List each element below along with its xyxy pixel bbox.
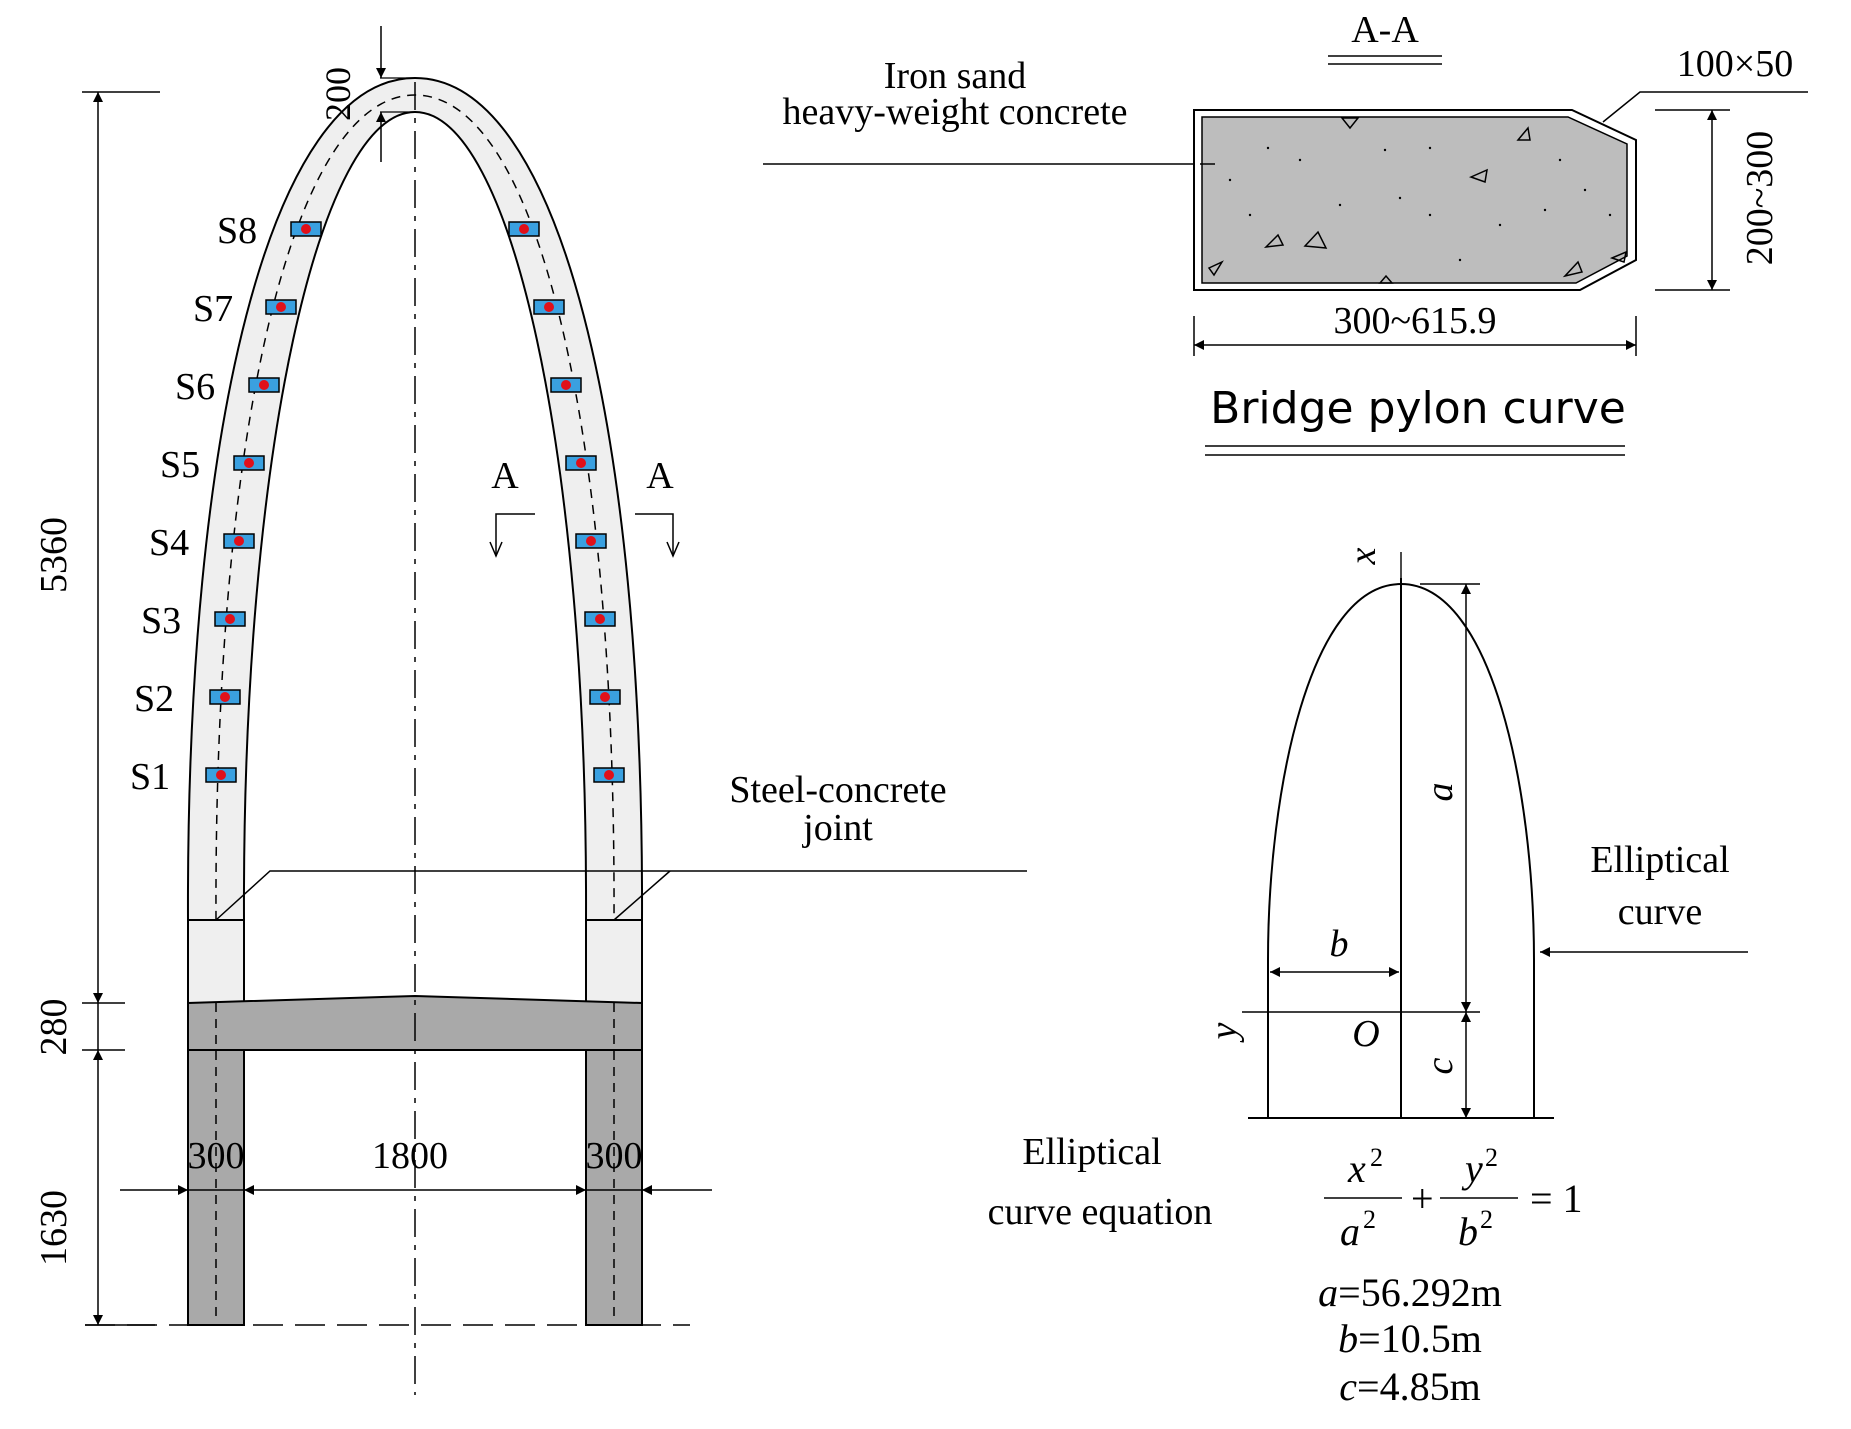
param-b-var: b	[1338, 1316, 1358, 1361]
param-b-val: =10.5m	[1358, 1316, 1482, 1361]
eq-sup: 2	[1485, 1143, 1498, 1172]
material-label: heavy-weight concrete	[783, 91, 1128, 133]
sensor-label: S5	[160, 444, 200, 486]
curve-label: Elliptical	[1590, 839, 1729, 881]
param-a-var: a	[1318, 1270, 1338, 1315]
dim-crown-thickness: 200	[318, 67, 358, 121]
chamfer-leader	[1602, 91, 1808, 123]
ellipse-diagram: x y O a c b Elliptical curve Elliptical …	[988, 547, 1748, 1409]
sensor-label: S6	[175, 366, 215, 408]
joint-leader	[215, 870, 1027, 921]
dim-leg-width-left: 300	[188, 1135, 245, 1177]
eq-plus: +	[1411, 1176, 1434, 1221]
parameters: a=56.292m b=10.5m c=4.85m	[1318, 1270, 1502, 1409]
dim-c: c	[1419, 1057, 1461, 1074]
curve-label: curve	[1618, 891, 1702, 933]
eq-y: y	[1461, 1146, 1483, 1191]
section-title: A-A	[1351, 9, 1419, 51]
equation-label: Elliptical	[1022, 1131, 1161, 1173]
eq-sup: 2	[1370, 1143, 1383, 1172]
dim-span: 1800	[372, 1135, 448, 1177]
dim-total-height: 5360	[33, 517, 75, 593]
equation-label: curve equation	[988, 1191, 1213, 1233]
ellipse-equation: x 2 a 2 + y 2 b 2 = 1	[1324, 1143, 1583, 1254]
dim-a: a	[1419, 783, 1461, 802]
sensors-left	[205, 221, 322, 783]
material-label: Iron sand	[884, 55, 1026, 97]
origin-label: O	[1352, 1013, 1379, 1055]
svg-text:b=10.5m: b=10.5m	[1338, 1316, 1482, 1361]
eq-sup: 2	[1480, 1205, 1493, 1234]
section-mark-right: A	[646, 455, 674, 497]
steel-joint-label: joint	[801, 807, 873, 849]
axis-x-label: x	[1342, 547, 1384, 565]
chamfer-label: 100×50	[1677, 43, 1793, 85]
axis-y-label: y	[1203, 1022, 1245, 1043]
svg-text:c=4.85m: c=4.85m	[1339, 1364, 1480, 1409]
dim-b: b	[1330, 923, 1349, 965]
concrete-core	[1201, 116, 1628, 284]
param-c-val: =4.85m	[1357, 1364, 1481, 1409]
dim-leg-height: 1630	[33, 1190, 75, 1266]
height-range: 200~300	[1739, 131, 1781, 266]
svg-text:a=56.292m: a=56.292m	[1318, 1270, 1502, 1315]
eq-a: a	[1340, 1209, 1360, 1254]
eq-equals-one: = 1	[1530, 1176, 1583, 1221]
dim-leg-width-right: 300	[586, 1135, 643, 1177]
eq-x: x	[1347, 1146, 1366, 1191]
dim-beam-depth: 280	[33, 999, 75, 1056]
sensors-right	[508, 221, 625, 783]
elliptical-curve	[1267, 582, 1535, 1118]
sensor-label: S1	[130, 756, 170, 798]
sensor-label: S3	[141, 600, 181, 642]
param-c-var: c	[1339, 1364, 1357, 1409]
sensor-label: S7	[193, 288, 233, 330]
section-aa: A-A Iron sand heavy-weight concrete	[763, 9, 1808, 456]
sensor-label: S8	[217, 210, 257, 252]
param-a-val: =56.292m	[1338, 1270, 1502, 1315]
sensor-label: S2	[134, 678, 174, 720]
width-range: 300~615.9	[1333, 300, 1496, 342]
eq-sup: 2	[1363, 1205, 1376, 1234]
elevation-view: S1 S2 S3 S4 S5 S6 S7 S8 5360 280 1630 20…	[33, 26, 1027, 1395]
sensor-label: S4	[149, 522, 189, 564]
steel-joint-label: Steel-concrete	[729, 769, 946, 811]
section-caption: Bridge pylon curve	[1210, 383, 1626, 434]
eq-b: b	[1458, 1209, 1478, 1254]
section-mark-left: A	[491, 455, 519, 497]
